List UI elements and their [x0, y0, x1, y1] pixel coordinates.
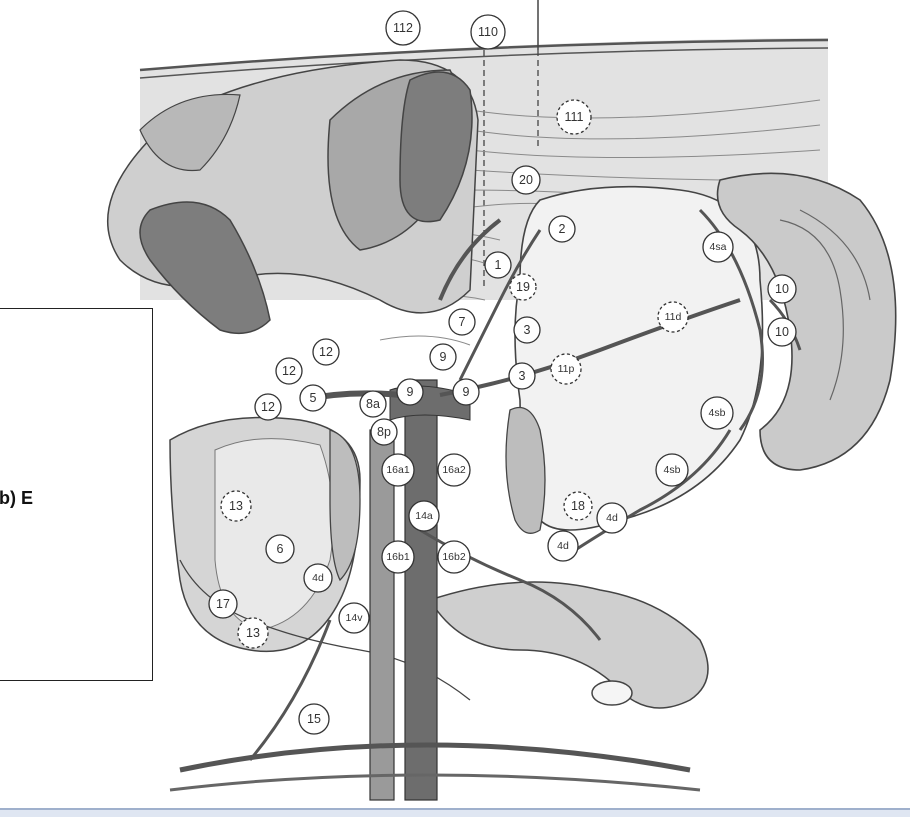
node-label: 17 — [209, 590, 237, 618]
svg-text:3: 3 — [524, 323, 531, 337]
svg-text:10: 10 — [775, 282, 789, 296]
node-label: 4sa — [703, 232, 733, 262]
svg-text:17: 17 — [216, 597, 230, 611]
node-label: 12 — [255, 394, 281, 420]
node-label: 16a2 — [438, 454, 470, 486]
node-label: 16b2 — [438, 541, 470, 573]
svg-text:110: 110 — [478, 25, 498, 39]
node-label: 4d — [597, 503, 627, 533]
node-label: 4sb — [656, 454, 688, 486]
svg-text:12: 12 — [319, 345, 333, 359]
node-label: 10 — [768, 318, 796, 346]
svg-text:16a2: 16a2 — [442, 464, 466, 476]
node-label: 14v — [339, 603, 369, 633]
node-label: 111 — [557, 100, 591, 134]
svg-text:16b1: 16b1 — [386, 551, 410, 563]
overlay-option-text: b) E — [0, 488, 33, 509]
svg-text:10: 10 — [775, 325, 789, 339]
node-label: 3 — [514, 317, 540, 343]
svg-text:8p: 8p — [377, 425, 391, 439]
node-label: 9 — [453, 379, 479, 405]
node-label: 12 — [313, 339, 339, 365]
node-label: 4sb — [701, 397, 733, 429]
node-label: 13 — [221, 491, 251, 521]
svg-text:16a1: 16a1 — [386, 464, 410, 476]
svg-text:4sa: 4sa — [710, 241, 727, 253]
node-label: 13 — [238, 618, 268, 648]
node-label: 16b1 — [382, 541, 414, 573]
svg-text:4d: 4d — [606, 512, 618, 524]
node-label: 9 — [397, 379, 423, 405]
node-label: 3 — [509, 363, 535, 389]
node-label: 12 — [276, 358, 302, 384]
svg-text:11d: 11d — [665, 311, 682, 323]
svg-text:111: 111 — [564, 110, 583, 124]
svg-text:9: 9 — [440, 350, 447, 364]
svg-text:4sb: 4sb — [709, 407, 726, 419]
node-label: 6 — [266, 535, 294, 563]
svg-text:4d: 4d — [312, 572, 324, 584]
node-label: 9 — [430, 344, 456, 370]
svg-text:14v: 14v — [346, 612, 364, 624]
node-label: 18 — [564, 492, 592, 520]
svg-text:12: 12 — [282, 364, 296, 378]
svg-text:7: 7 — [459, 315, 466, 329]
node-label: 4d — [548, 531, 578, 561]
node-label: 11p — [551, 354, 581, 384]
svg-text:4d: 4d — [557, 540, 569, 552]
svg-text:2: 2 — [559, 222, 566, 236]
footer-bar — [0, 808, 910, 817]
node-label: 4d — [304, 564, 332, 592]
node-label: 14a — [409, 501, 439, 531]
svg-text:3: 3 — [519, 369, 526, 383]
node-label: 15 — [299, 704, 329, 734]
svg-text:13: 13 — [229, 499, 243, 513]
node-label: 2 — [549, 216, 575, 242]
node-label: 112 — [386, 11, 420, 45]
svg-text:4sb: 4sb — [664, 464, 681, 476]
node-label: 8p — [371, 419, 397, 445]
svg-text:16b2: 16b2 — [442, 551, 466, 563]
node-label: 7 — [449, 309, 475, 335]
intestine-loop — [430, 582, 708, 708]
svg-text:19: 19 — [516, 280, 530, 294]
node-label: 1 — [485, 252, 511, 278]
svg-text:13: 13 — [246, 626, 260, 640]
node-label: 10 — [768, 275, 796, 303]
svg-text:6: 6 — [277, 542, 284, 556]
svg-text:14a: 14a — [415, 510, 433, 522]
svg-text:12: 12 — [261, 400, 275, 414]
svg-text:1: 1 — [495, 258, 502, 272]
svg-text:15: 15 — [307, 712, 321, 726]
svg-text:20: 20 — [519, 173, 533, 187]
svg-text:9: 9 — [463, 385, 470, 399]
svg-text:11p: 11p — [558, 363, 575, 375]
node-label: 11d — [658, 302, 688, 332]
svg-text:112: 112 — [393, 21, 413, 35]
node-label: 5 — [300, 385, 326, 411]
svg-text:8a: 8a — [366, 397, 380, 411]
node-label: 110 — [471, 15, 505, 49]
node-label: 20 — [512, 166, 540, 194]
node-label: 19 — [510, 274, 536, 300]
svg-text:5: 5 — [310, 391, 317, 405]
svg-text:18: 18 — [571, 499, 585, 513]
svg-text:9: 9 — [407, 385, 414, 399]
node-label: 16a1 — [382, 454, 414, 486]
node-label: 8a — [360, 391, 386, 417]
